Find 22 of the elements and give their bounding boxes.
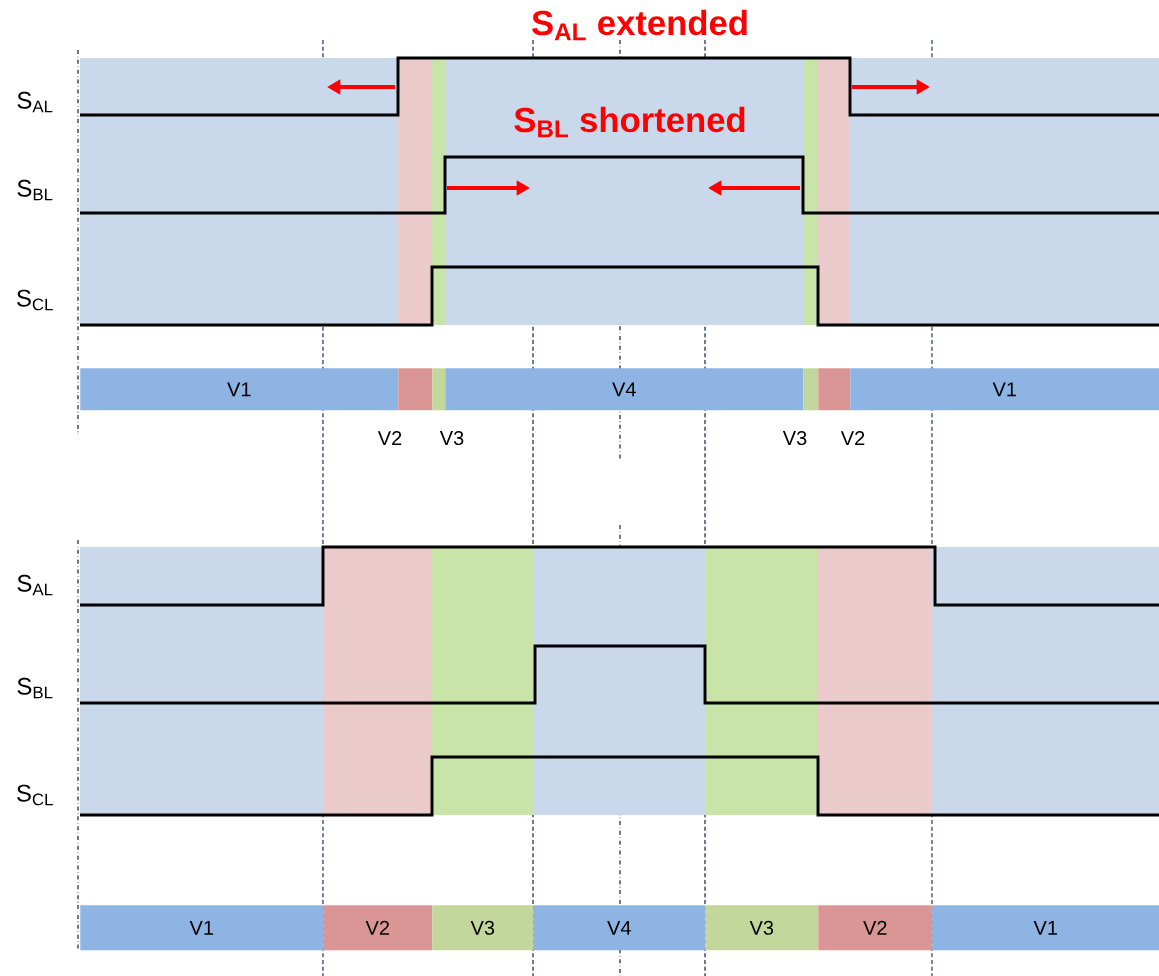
signal-label: S$_{BL}$ [17, 179, 53, 201]
signal-label: S$_{CL}$ [17, 289, 53, 311]
annotation-title: S$_{AL}$ extended [532, 9, 747, 41]
bar-segment: V3 [705, 905, 819, 951]
signal-label: S$_{AL}$ [17, 574, 53, 596]
bar-segment: V3 [432, 905, 534, 951]
segment-label: V2 [840, 431, 865, 445]
bar-segment: V1 [80, 905, 324, 951]
bar-segment: V2 [323, 905, 433, 951]
signal-label: S$_{BL}$ [17, 677, 53, 699]
signal-label: S$_{CL}$ [17, 784, 53, 806]
bar-segment: V4 [445, 368, 804, 411]
annotation-title: S$_{BL}$ shortened [514, 106, 745, 138]
bar-segment: V2 [818, 905, 933, 951]
bar-segment: V1 [932, 905, 1159, 951]
signal-label: S$_{AL}$ [17, 91, 53, 113]
bar-segment: V4 [533, 905, 706, 951]
bar-segment: V1 [850, 368, 1159, 411]
bar-segment: V1 [80, 368, 399, 411]
segment-label: V2 [377, 431, 402, 445]
segment-label: V3 [439, 430, 464, 446]
segment-label: V3 [782, 430, 807, 446]
